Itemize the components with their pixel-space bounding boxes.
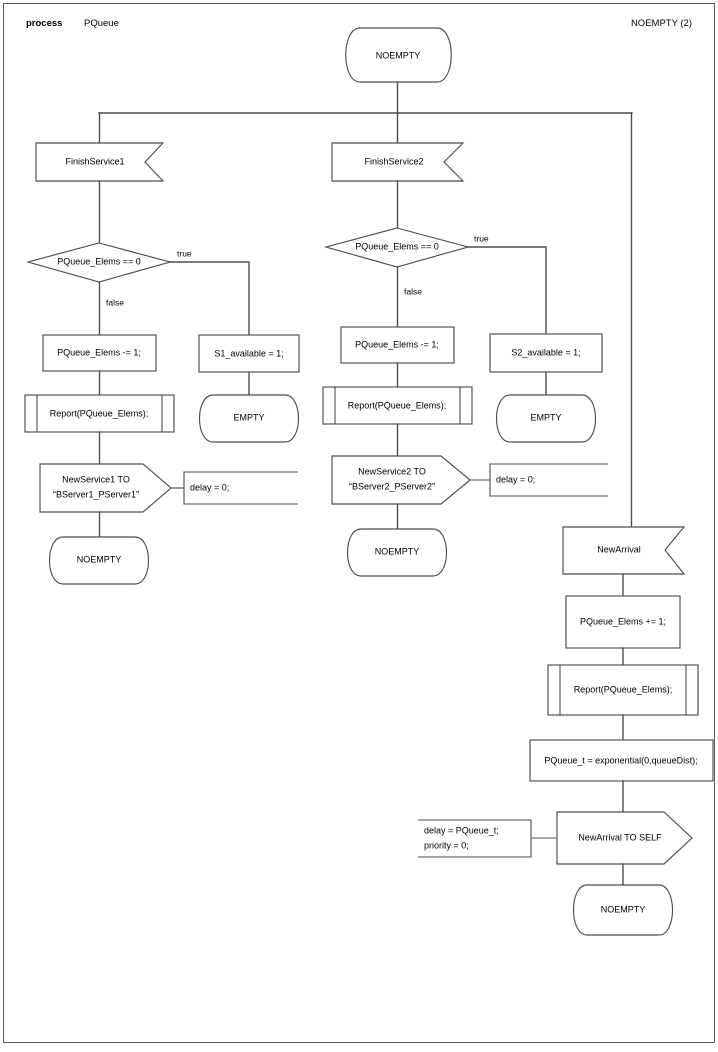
state-b2-noempty-label: NOEMPTY <box>375 546 420 556</box>
task-b3-increment[interactable]: PQueue_Elems += 1; <box>565 595 681 649</box>
output-signal-newservice1[interactable]: NewService1 TO “BServer1_PServer1” <box>39 463 172 513</box>
header-process-name: PQueue <box>84 18 119 29</box>
input-signal-finishservice1-label: FinishService1 <box>65 156 124 166</box>
decision-b2-false-label: false <box>404 286 422 296</box>
state-b1-empty[interactable]: EMPTY <box>198 394 300 443</box>
comment-b3-delay-text: delay = PQueue_t; <box>424 825 499 835</box>
start-state-label: NOEMPTY <box>376 50 421 60</box>
comment-b1-delay-text: delay = 0; <box>190 482 229 492</box>
b1-true-connector <box>169 261 250 336</box>
state-b2-noempty[interactable]: NOEMPTY <box>346 528 448 577</box>
state-b2-empty-label: EMPTY <box>530 412 561 422</box>
task-b2-decrement[interactable]: PQueue_Elems -= 1; <box>340 326 455 364</box>
decision-b1-true-label: true <box>177 248 192 258</box>
output-signal-newservice2[interactable]: NewService2 TO “BServer2_PServer2” <box>331 455 471 505</box>
task-b1-decrement[interactable]: PQueue_Elems -= 1; <box>42 334 157 372</box>
b2-true-connector <box>467 246 547 335</box>
task-s2-available[interactable]: S2_available = 1; <box>489 333 603 373</box>
procedure-call-b2-report-label: Report(PQueue_Elems); <box>348 400 447 410</box>
procedure-call-b3-report[interactable]: Report(PQueue_Elems); <box>547 664 699 716</box>
task-b2-decrement-label: PQueue_Elems -= 1; <box>355 339 439 349</box>
output-signal-newservice2-line2: “BServer2_PServer2” <box>349 481 435 491</box>
header-page-reference: NOEMPTY (2) <box>631 18 692 29</box>
task-b3-exponential-label: PQueue_t = exponential(0,queueDist); <box>544 755 697 765</box>
decision-b1-false-label: false <box>106 297 124 307</box>
state-b1-noempty-label: NOEMPTY <box>77 554 122 564</box>
procedure-call-b3-report-label: Report(PQueue_Elems); <box>574 684 673 694</box>
comment-b1-delay: delay = 0; <box>183 471 298 505</box>
output-signal-newarrival-to-self-label: NewArrival TO SELF <box>578 832 662 842</box>
decision-b1-label: PQueue_Elems == 0 <box>57 256 141 266</box>
input-signal-newarrival[interactable]: NewArrival <box>562 526 686 575</box>
output-signal-newservice1-line1: NewService1 TO <box>62 474 130 484</box>
task-s1-available[interactable]: S1_available = 1; <box>198 334 300 373</box>
comment-b3-delay-priority: delay = PQueue_t; priority = 0; <box>418 819 532 858</box>
state-b3-noempty[interactable]: NOEMPTY <box>572 884 674 936</box>
output-signal-newservice1-line2: “BServer1_PServer1” <box>53 489 139 499</box>
decision-b2-true-label: true <box>474 233 489 243</box>
comment-b2-delay-text: delay = 0; <box>496 474 535 484</box>
procedure-call-b1-report-label: Report(PQueue_Elems); <box>50 408 149 418</box>
input-signal-finishservice1[interactable]: FinishService1 <box>35 142 165 182</box>
task-b3-exponential[interactable]: PQueue_t = exponential(0,queueDist); <box>529 739 714 782</box>
output-signal-newservice2-line1: NewService2 TO <box>358 466 426 476</box>
start-state-noempty[interactable]: NOEMPTY <box>345 27 452 83</box>
task-b3-increment-label: PQueue_Elems += 1; <box>580 616 666 626</box>
state-b1-empty-label: EMPTY <box>233 412 264 422</box>
task-b1-decrement-label: PQueue_Elems -= 1; <box>57 347 141 357</box>
state-b2-empty[interactable]: EMPTY <box>495 394 597 443</box>
input-signal-newarrival-label: NewArrival <box>597 544 641 554</box>
output-signal-newarrival-to-self[interactable]: NewArrival TO SELF <box>556 811 693 865</box>
task-s1-available-label: S1_available = 1; <box>214 348 283 358</box>
procedure-call-b2-report[interactable]: Report(PQueue_Elems); <box>322 386 473 425</box>
decision-b2-label: PQueue_Elems == 0 <box>355 241 439 251</box>
procedure-call-b1-report[interactable]: Report(PQueue_Elems); <box>24 394 175 433</box>
input-signal-finishservice2-label: FinishService2 <box>364 156 423 166</box>
state-b3-noempty-label: NOEMPTY <box>601 904 646 914</box>
header-process-keyword: process <box>26 18 62 29</box>
task-s2-available-label: S2_available = 1; <box>511 347 580 357</box>
state-b1-noempty[interactable]: NOEMPTY <box>48 536 150 585</box>
comment-b2-delay: delay = 0; <box>489 463 608 497</box>
comment-b3-priority-text: priority = 0; <box>424 840 469 850</box>
input-signal-finishservice2[interactable]: FinishService2 <box>331 142 465 182</box>
